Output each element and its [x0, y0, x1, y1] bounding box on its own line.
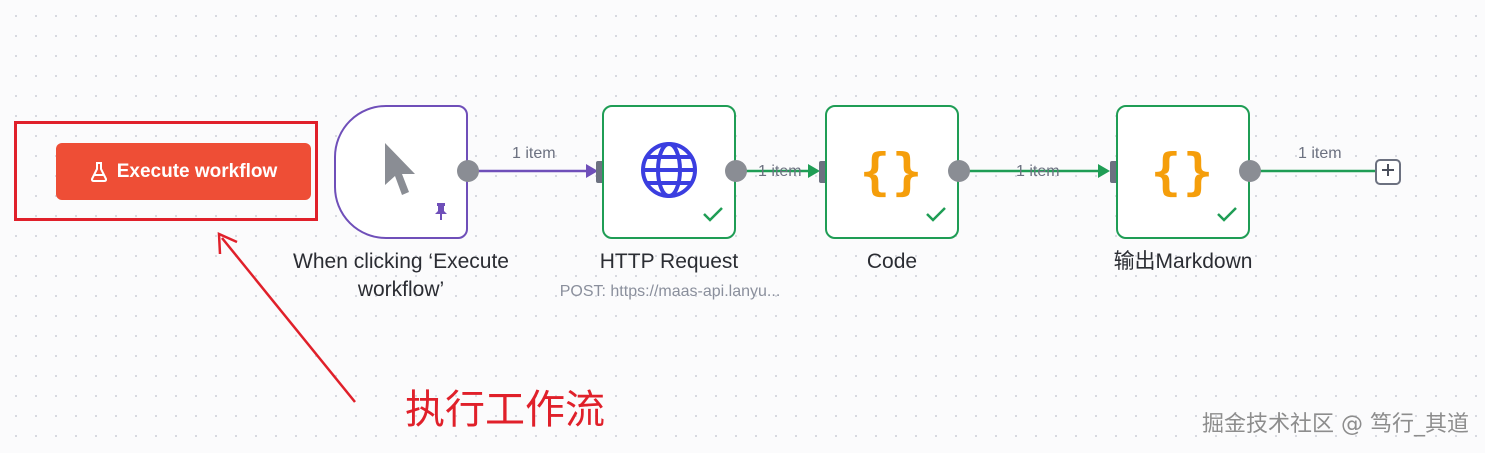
connection-code-markdown	[959, 164, 1110, 178]
pin-icon	[434, 202, 448, 225]
markdown-output-handle[interactable]	[1239, 160, 1261, 182]
code-input-handle[interactable]	[819, 161, 829, 183]
execute-workflow-label: Execute workflow	[116, 160, 278, 182]
success-check-icon	[1216, 206, 1238, 227]
connection-item-count: 1 item	[1016, 163, 1060, 180]
http-output-handle[interactable]	[725, 160, 747, 182]
connection-item-count: 1 item	[512, 145, 556, 162]
node-http-request[interactable]	[602, 105, 736, 239]
connection-http-code	[736, 164, 820, 178]
connection-item-count: 1 item	[1298, 145, 1342, 162]
plus-icon	[1381, 163, 1395, 182]
node-title-trigger: When clicking ‘Execute workflow’	[293, 250, 509, 301]
success-check-icon	[702, 206, 724, 227]
annotation-highlight-box	[14, 121, 318, 221]
watermark: 掘金技术社区 @ 笃行_其道	[1202, 412, 1469, 437]
annotation-text: 执行工作流	[405, 387, 605, 433]
node-subtitle-http: POST: https://maas-api.lanyu...	[559, 283, 781, 300]
node-title-code: Code	[866, 250, 918, 273]
connection-item-count: 1 item	[758, 163, 802, 180]
node-code[interactable]: {}	[825, 105, 959, 239]
node-title-markdown: 输出Markdown	[1113, 250, 1253, 273]
node-manual-trigger[interactable]	[334, 105, 468, 239]
execute-workflow-button[interactable]: Execute workflow	[56, 143, 311, 200]
annotation-arrow	[217, 232, 356, 403]
node-output-markdown[interactable]: {}	[1116, 105, 1250, 239]
cursor-pointer-icon	[381, 140, 421, 205]
add-node-button[interactable]	[1375, 159, 1401, 185]
code-braces-icon: {}	[1150, 143, 1216, 201]
http-input-handle[interactable]	[596, 161, 606, 183]
globe-icon	[640, 141, 698, 204]
trigger-output-handle[interactable]	[457, 160, 479, 182]
success-check-icon	[925, 206, 947, 227]
code-braces-icon: {}	[859, 143, 925, 201]
flask-icon	[90, 161, 108, 182]
node-title-http: HTTP Request	[599, 250, 739, 273]
markdown-input-handle[interactable]	[1110, 161, 1120, 183]
connection-trigger-http	[468, 164, 598, 178]
code-output-handle[interactable]	[948, 160, 970, 182]
